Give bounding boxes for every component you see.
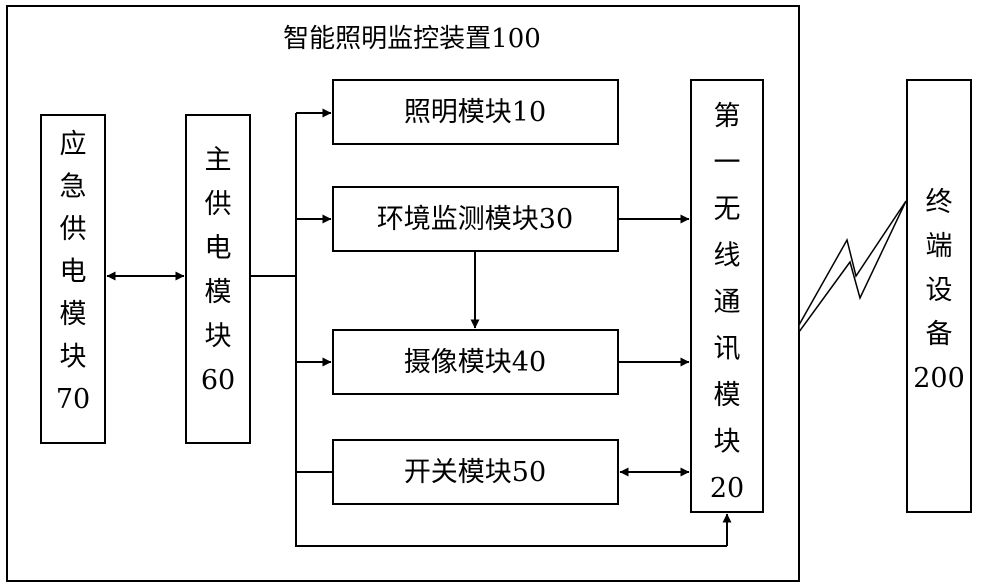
label-char: 急	[60, 172, 87, 203]
camera-module-label: 摄像模块40	[404, 347, 546, 378]
label-char: 模	[60, 299, 87, 330]
label-char: 供	[60, 214, 87, 245]
power-bus-line	[250, 113, 727, 547]
emergency-power-module-label: 应急供电模块 70	[56, 129, 90, 415]
label-char: 线	[714, 241, 741, 272]
terminal-device-label: 终端设备 200	[913, 187, 965, 394]
environment-monitoring-module-label: 环境监测模块30	[377, 204, 573, 235]
device-boundary	[6, 5, 800, 582]
label-char: 块	[60, 342, 87, 373]
label-char: 通	[714, 287, 741, 318]
label-char: 块	[205, 321, 232, 352]
label-char: 端	[926, 231, 953, 262]
wireless-link-icon	[798, 200, 907, 335]
label-char: 第	[714, 101, 741, 132]
label-char: 讯	[714, 334, 741, 365]
label-char: 主	[205, 145, 232, 176]
label-char: 一	[714, 148, 741, 179]
label-char: 供	[205, 189, 232, 220]
label-char: 模	[205, 277, 232, 308]
label-char: 200	[913, 363, 965, 394]
label-char: 备	[926, 319, 953, 350]
switch-module: 开关模块50	[332, 439, 619, 505]
lighting-module: 照明模块10	[332, 79, 619, 145]
wireless-communication-module-label: 第一无线通讯模块 20	[710, 101, 744, 504]
label-char: 应	[60, 129, 87, 160]
label-char: 设	[926, 275, 953, 306]
label-char: 电	[60, 257, 87, 288]
device-title: 智能照明监控装置100	[283, 24, 541, 54]
main-power-module-label: 主供电模块 60	[201, 145, 235, 396]
label-char: 70	[56, 384, 90, 415]
label-char: 块	[714, 427, 741, 458]
environment-monitoring-module: 环境监测模块30	[332, 186, 619, 252]
label-char: 模	[714, 380, 741, 411]
label-char: 终	[926, 187, 953, 218]
label-char: 电	[205, 233, 232, 264]
camera-module: 摄像模块40	[332, 329, 619, 395]
label-char: 60	[201, 365, 235, 396]
emergency-power-module: 应急供电模块 70	[40, 114, 106, 444]
wireless-communication-module: 第一无线通讯模块 20	[690, 79, 764, 513]
switch-module-label: 开关模块50	[404, 457, 546, 488]
terminal-device: 终端设备 200	[906, 79, 972, 513]
lighting-module-label: 照明模块10	[404, 97, 546, 128]
label-char: 20	[710, 473, 744, 504]
label-char: 无	[714, 194, 741, 225]
main-power-module: 主供电模块 60	[185, 114, 251, 444]
